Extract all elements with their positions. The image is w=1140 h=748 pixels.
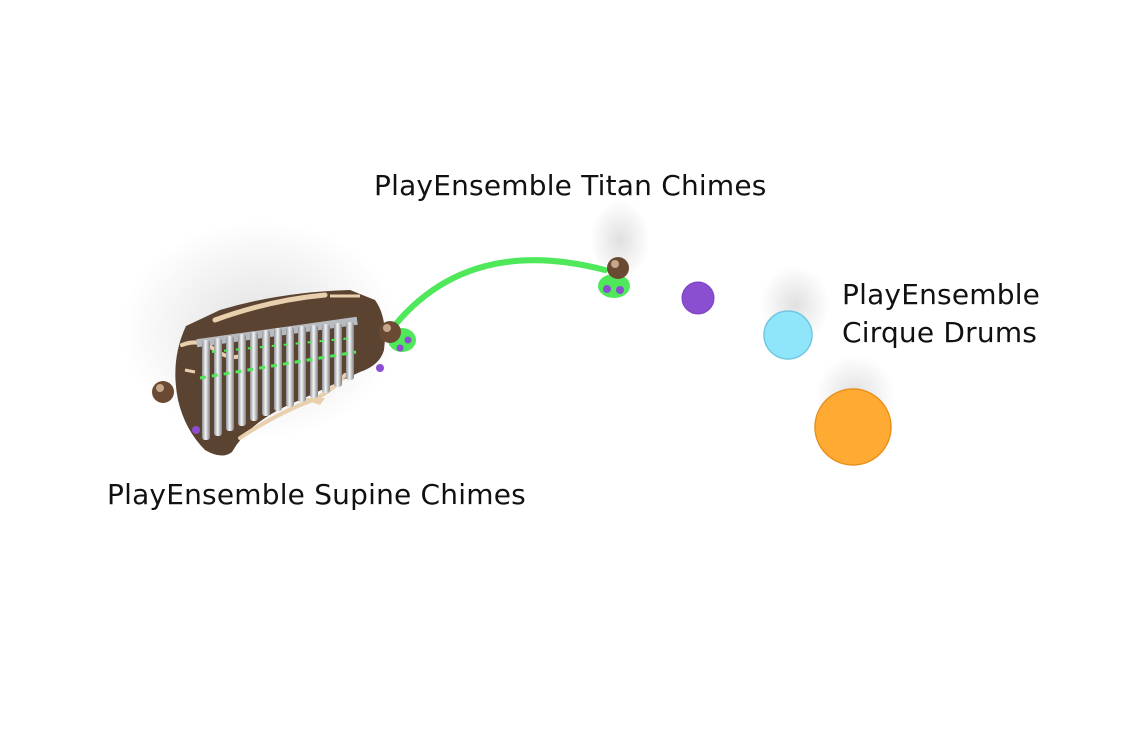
cirque-drums-label: PlayEnsemble Cirque Drums <box>842 276 1040 352</box>
cirque-label-line1: PlayEnsemble <box>842 278 1041 311</box>
supine-chimes-model <box>152 290 385 456</box>
titan-chimes-label: PlayEnsemble Titan Chimes <box>374 169 767 202</box>
titan-chimes-post <box>598 257 630 298</box>
chime-bars <box>202 322 354 440</box>
supine-post-left <box>152 381 174 403</box>
connecting-path <box>392 257 608 328</box>
supine-post-right <box>379 321 416 352</box>
titan-shadow <box>590 200 650 280</box>
cirque-drum-medium <box>763 310 813 360</box>
cirque-drum-small <box>681 281 715 315</box>
cirque-drum-large <box>814 388 892 466</box>
supine-chimes-label: PlayEnsemble Supine Chimes <box>107 478 526 511</box>
cirque-label-line2: Cirque Drums <box>842 316 1038 349</box>
